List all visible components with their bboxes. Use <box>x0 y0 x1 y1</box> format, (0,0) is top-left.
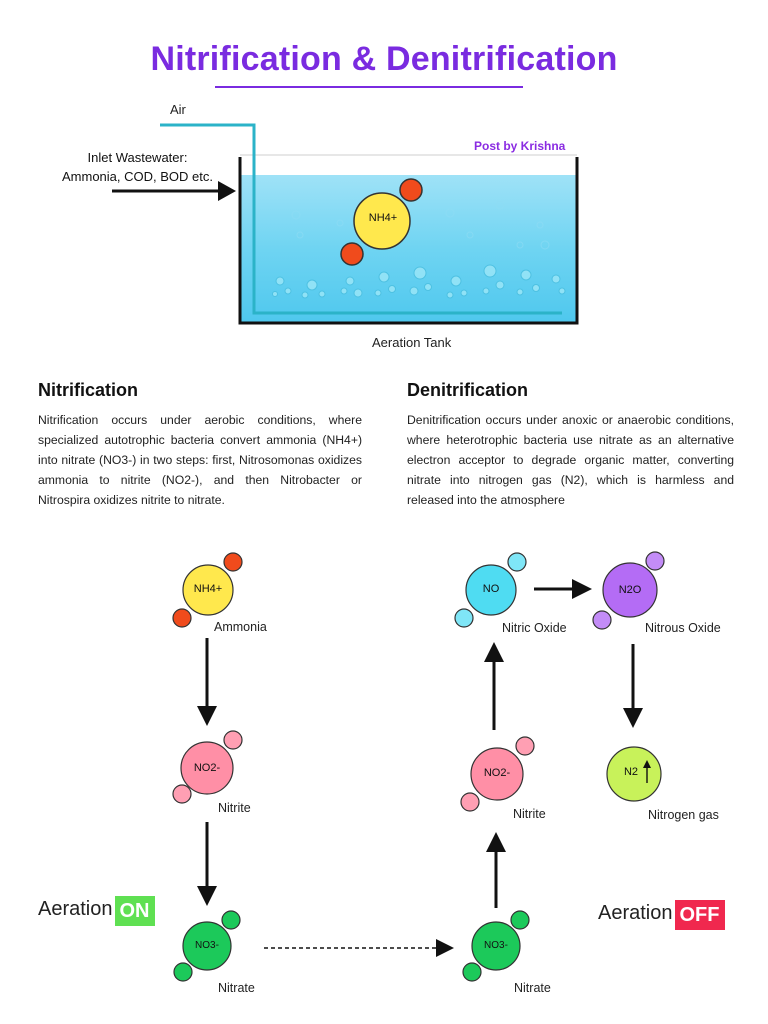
nitrogen-gas-formula: N2 <box>623 766 639 778</box>
nitrous-oxide-formula: N2O <box>618 584 642 596</box>
nitrite-atom-top <box>515 736 535 756</box>
nitrogen-gas-caption: Nitrogen gas <box>648 808 719 822</box>
aeration-on-label: Aeration <box>38 898 113 921</box>
nitrate-left-formula: NO3- <box>195 940 219 951</box>
post-by-credit: Post by Krishna <box>474 139 566 153</box>
nitrogen-gas-molecule <box>606 746 662 802</box>
inlet-arrow-head <box>218 181 236 201</box>
nitrite-right-caption: Nitrite <box>513 807 546 821</box>
arrow-head <box>197 886 217 906</box>
nitrate-right-formula: NO3- <box>484 940 508 951</box>
tank-ammonia-atom-top <box>399 178 423 202</box>
nitrite-atom-bottom <box>460 792 480 812</box>
arrow-head <box>572 579 592 599</box>
inlet-line-1: Inlet Wastewater: <box>87 150 188 165</box>
arrow-head <box>436 939 454 957</box>
nitric-oxide-atom-top <box>507 552 527 572</box>
aeration-off-badge: OFF <box>674 900 725 930</box>
ammonia-formula: NH4+ <box>193 583 223 595</box>
denitrification-heading: Denitrification <box>407 380 529 400</box>
air-bubbles <box>272 264 566 299</box>
nitrite-molecule-left <box>180 741 234 795</box>
nitric-oxide-caption: Nitric Oxide <box>502 621 567 635</box>
nitrite-atom-bottom <box>172 784 192 804</box>
nitrate-molecule-left <box>182 921 232 971</box>
denitrification-text: Denitrification occurs under anoxic or a… <box>407 413 734 507</box>
page-title: Nitrification & Denitrification <box>150 40 618 78</box>
ammonia-atom-bottom <box>172 608 192 628</box>
nitrate-molecule-right <box>471 921 521 971</box>
arrow-head <box>197 706 217 726</box>
ammonia-molecule <box>182 564 234 616</box>
nitrate-left-caption: Nitrate <box>218 981 255 995</box>
nitrite-left-caption: Nitrite <box>218 801 251 815</box>
nitric-oxide-atom-bottom <box>454 608 474 628</box>
inlet-label: Inlet Wastewater: Ammonia, COD, BOD etc. <box>50 148 225 186</box>
nitrite-right-formula: NO2- <box>483 767 511 779</box>
nitrite-left-formula: NO2- <box>193 762 221 774</box>
air-pipe <box>160 123 562 315</box>
nitrate-atom-top <box>510 910 530 930</box>
nitrous-oxide-atom-bottom <box>592 610 612 630</box>
tank-molecule-label: NH4+ <box>368 212 398 224</box>
inlet-line-2: Ammonia, COD, BOD etc. <box>62 169 213 184</box>
title-underline <box>215 86 523 88</box>
nitrate-atom-bottom <box>173 962 193 982</box>
tank-walls <box>238 157 579 325</box>
arrow-head <box>643 760 651 768</box>
nitrification-text: Nitrification occurs under aerobic condi… <box>38 413 362 507</box>
nitrification-heading: Nitrification <box>38 380 139 400</box>
nitrous-oxide-caption: Nitrous Oxide <box>645 621 721 635</box>
tank-label: Aeration Tank <box>372 335 452 350</box>
nitrate-atom-bottom <box>462 962 482 982</box>
ammonia-atom-top <box>223 552 243 572</box>
nitrous-oxide-atom-top <box>645 551 665 571</box>
nitric-oxide-formula: NO <box>482 583 500 595</box>
aeration-on-badge: ON <box>114 896 155 926</box>
tank-ammonia-molecule <box>353 192 411 250</box>
nitric-oxide-molecule <box>465 564 517 616</box>
arrow-head <box>623 708 643 728</box>
nitrate-right-caption: Nitrate <box>514 981 551 995</box>
nitrous-oxide-molecule <box>602 562 658 618</box>
aeration-off-label: Aeration <box>598 902 673 925</box>
nitrite-molecule-right <box>470 747 524 801</box>
faint-bubbles <box>291 200 550 250</box>
tank-ammonia-atom-bottom <box>340 242 364 266</box>
arrow-head <box>484 642 504 662</box>
arrow-head <box>486 832 506 852</box>
aeration-tank-illustration <box>112 123 579 325</box>
ammonia-caption: Ammonia <box>214 620 267 634</box>
nitrate-atom-top <box>221 910 241 930</box>
nitrite-atom-top <box>223 730 243 750</box>
air-label: Air <box>170 102 186 117</box>
nitrogen-cycle-flow-diagram <box>172 551 665 982</box>
